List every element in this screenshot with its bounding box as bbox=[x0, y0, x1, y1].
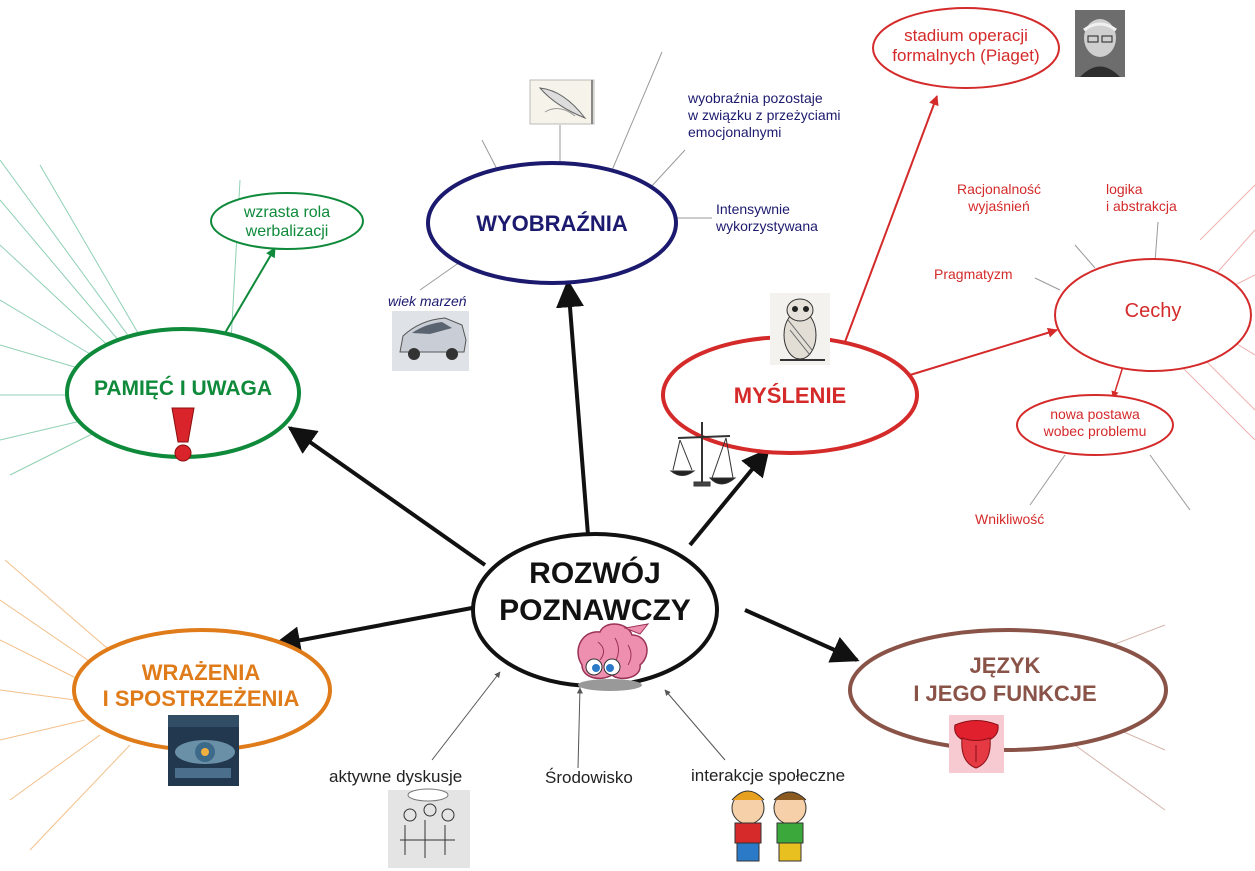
note-logic-line2: i abstrakcja bbox=[1106, 197, 1177, 214]
note-rationality-line1: Racjonalność bbox=[957, 181, 1042, 197]
kids-icon bbox=[731, 790, 807, 862]
note-interactions: interakcje społeczne bbox=[691, 766, 846, 785]
thinking-title: MYŚLENIE bbox=[733, 383, 847, 408]
attitude-line2: wobec problemu bbox=[1043, 422, 1147, 439]
note-intensive-line2: wykorzystywana bbox=[716, 217, 818, 234]
attitude-label: nowa postawa wobec problemu bbox=[1020, 406, 1170, 440]
language-line1: JĘZYK bbox=[969, 653, 1041, 678]
note-emotion-line3: emocjonalnymi bbox=[688, 123, 782, 140]
note-environment: Środowisko bbox=[545, 768, 633, 787]
note-imagination-intensive: Intensywnie wykorzystywana bbox=[716, 201, 818, 235]
note-intensive-line1: Intensywnie bbox=[716, 201, 790, 217]
note-emotion-line1: wyobraźnia pozostaje bbox=[688, 90, 823, 106]
arrow-thinking-features bbox=[909, 327, 1058, 376]
note-connectors bbox=[419, 51, 1191, 511]
eye-book-icon bbox=[168, 715, 239, 786]
perception-line2: I SPOSTRZEŻENIA bbox=[102, 686, 300, 712]
attitude-line1: nowa postawa bbox=[1050, 406, 1140, 422]
brain-icon bbox=[577, 623, 650, 691]
formal-line1: stadium operacji bbox=[904, 26, 1028, 45]
node-attitude[interactable] bbox=[1016, 394, 1174, 456]
incoming-arrows bbox=[431, 671, 726, 769]
node-imagination[interactable] bbox=[426, 161, 678, 285]
note-logic: logika i abstrakcja bbox=[1106, 181, 1177, 215]
arrow-thinking-formal bbox=[844, 95, 939, 343]
verbalization-label: wzrasta rola werbalizacji bbox=[212, 203, 362, 241]
center-title: ROZWÓJ POZNAWCZY bbox=[475, 556, 715, 629]
quill-icon bbox=[529, 79, 595, 125]
verbalization-line2: werbalizacji bbox=[245, 223, 329, 241]
verbalization-line1: wzrasta rola bbox=[243, 204, 331, 221]
center-title-line2: POZNAWCZY bbox=[499, 593, 691, 627]
car-icon bbox=[392, 311, 469, 371]
note-imagination-emotion: wyobraźnia pozostaje w związku z przeżyc… bbox=[688, 90, 840, 140]
discussion-sketch-icon bbox=[388, 788, 470, 868]
exclamation-icon bbox=[171, 407, 195, 462]
note-emotion-line2: w związku z przeżyciami bbox=[688, 106, 841, 123]
center-title-line1: ROZWÓJ bbox=[529, 557, 661, 590]
node-language[interactable] bbox=[848, 628, 1168, 752]
node-features[interactable] bbox=[1054, 258, 1252, 372]
main-arrows bbox=[272, 279, 860, 663]
scales-icon bbox=[669, 422, 737, 487]
note-dream-age: wiek marzeń bbox=[388, 293, 467, 309]
note-discussions: aktywne dyskusje bbox=[329, 767, 463, 786]
formal-label: stadium operacji formalnych (Piaget) bbox=[874, 26, 1058, 67]
node-verbalization[interactable] bbox=[210, 192, 364, 250]
note-insight: Wnikliwość bbox=[975, 511, 1045, 527]
owl-icon bbox=[770, 293, 830, 365]
note-rationality: Racjonalność wyjaśnień bbox=[957, 181, 1041, 215]
perception-line1: WRAŻENIA bbox=[141, 660, 261, 685]
perception-title: WRAŻENIA I SPOSTRZEŻENIA bbox=[76, 660, 326, 713]
piaget-portrait-icon bbox=[1075, 10, 1125, 77]
formal-line2: formalnych (Piaget) bbox=[892, 46, 1040, 66]
memory-title: PAMIĘĆ I UWAGA bbox=[93, 377, 273, 400]
node-formal[interactable] bbox=[872, 7, 1060, 89]
note-pragmatism: Pragmatyzm bbox=[934, 266, 1013, 282]
tongue-icon bbox=[949, 715, 1004, 773]
language-title: JĘZYK I JEGO FUNKCJE bbox=[860, 652, 1150, 707]
note-logic-line1: logika bbox=[1106, 181, 1143, 197]
note-rationality-line2: wyjaśnień bbox=[968, 197, 1030, 214]
decor-lines-perception bbox=[0, 559, 131, 851]
imagination-title: WYOBRAŹNIA bbox=[476, 211, 628, 236]
arrow-memory-verbalization bbox=[224, 247, 276, 334]
features-label: Cechy bbox=[1124, 300, 1182, 322]
language-line2: I JEGO FUNKCJE bbox=[913, 680, 1097, 706]
